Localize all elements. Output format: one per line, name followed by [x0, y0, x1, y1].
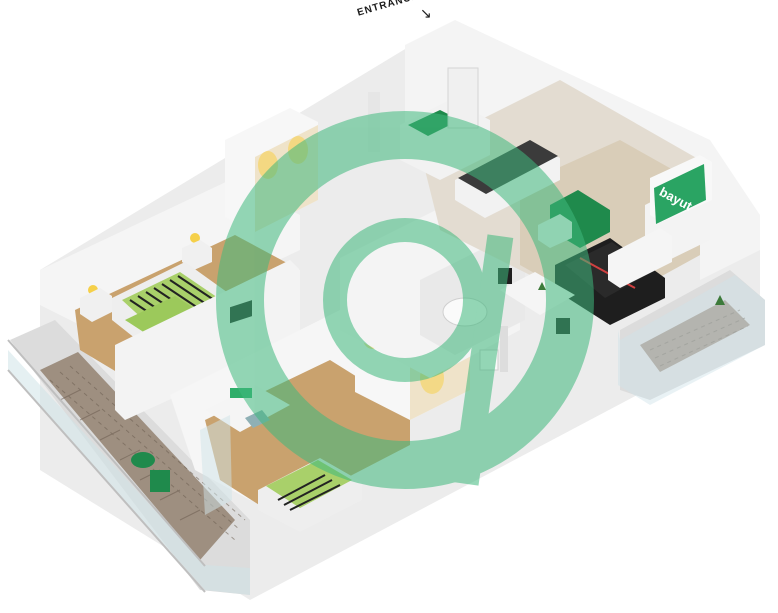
patio-table: [131, 452, 155, 468]
lamp-icon: [190, 233, 200, 243]
plant-icon: [538, 282, 546, 290]
plant-icon: [715, 295, 725, 305]
tv-unit: [608, 155, 712, 288]
patio-chair: [150, 470, 170, 492]
balcony-right: [618, 270, 765, 405]
balcony-right-railing: [618, 275, 765, 405]
balcony-left-railing: [8, 340, 250, 595]
tv-screen: [654, 164, 706, 224]
balcony-left: [7, 320, 250, 595]
entrance-arrow-icon: ↘: [420, 5, 432, 21]
watermark-logo: [216, 111, 594, 489]
